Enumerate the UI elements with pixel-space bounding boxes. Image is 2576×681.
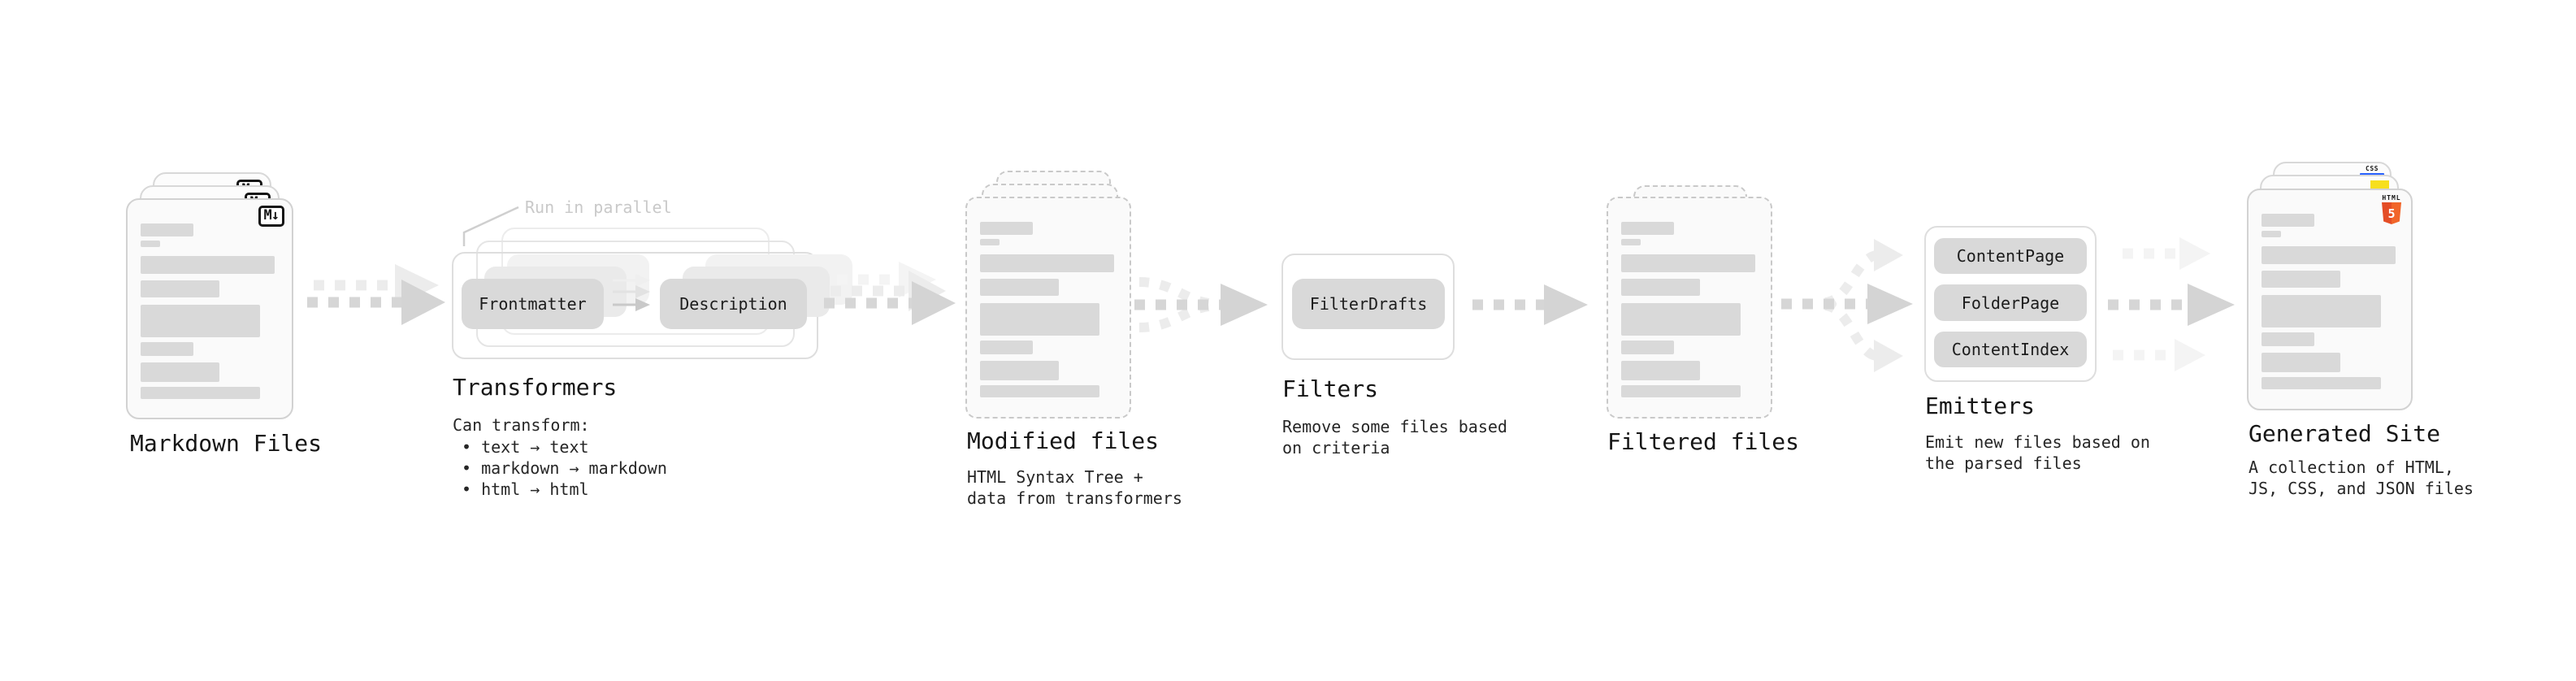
placeholder-bar (141, 241, 160, 247)
emitter-pill-folderpage: FolderPage (1934, 284, 2087, 321)
placeholder-bar (2262, 271, 2340, 288)
placeholder-bar (141, 223, 193, 236)
modified-files-subtitle: HTML Syntax Tree + (967, 467, 1143, 487)
placeholder-bar (980, 385, 1099, 397)
placeholder-bar (980, 254, 1114, 272)
run-in-parallel-annotation: Run in parallel (525, 197, 672, 217)
markdown-file-card-front: M↓ (126, 198, 293, 419)
javascript-icon (2370, 180, 2389, 191)
filters-subtitle: on criteria (1282, 438, 1390, 458)
placeholder-bar (2262, 295, 2381, 327)
placeholder-bar (1621, 361, 1700, 380)
placeholder-bar (1621, 279, 1700, 296)
placeholder-bar (1621, 254, 1755, 272)
placeholder-bar (980, 222, 1033, 235)
placeholder-bar (141, 342, 193, 356)
stage-title-generated-site: Generated Site (2249, 420, 2441, 447)
placeholder-bar (980, 279, 1059, 296)
stage-title-filtered-files: Filtered files (1607, 428, 1800, 455)
file-content-skeleton (1621, 198, 1758, 417)
html5-number: 5 (2387, 206, 2396, 221)
transformers-bullet: • text → text (462, 437, 589, 457)
placeholder-bar (2262, 353, 2340, 372)
placeholder-bar (1621, 385, 1741, 397)
stage-title-modified-files: Modified files (967, 427, 1160, 454)
stage-title-markdown-files: Markdown Files (130, 430, 323, 457)
placeholder-bar (980, 303, 1099, 336)
emitters-subtitle: the parsed files (1925, 453, 2082, 473)
emitter-pill-contentpage: ContentPage (1934, 238, 2087, 274)
generated-site-subtitle: A collection of HTML, (2249, 458, 2454, 477)
html5-wordmark: HTML (2382, 194, 2401, 202)
html5-shield: 5 (2382, 202, 2401, 224)
stage-title-emitters: Emitters (1925, 393, 2035, 419)
modified-file-card-front (965, 197, 1131, 419)
placeholder-bar (2262, 377, 2381, 389)
emitters-subtitle: Emit new files based on (1925, 432, 2150, 452)
placeholder-bar (141, 256, 275, 274)
html5-icon: HTML 5 (2381, 194, 2402, 224)
placeholder-bar (2262, 246, 2396, 264)
placeholder-bar (980, 361, 1059, 380)
transformer-pill-frontmatter: Frontmatter (462, 279, 604, 329)
generated-site-subtitle: JS, CSS, and JSON files (2249, 479, 2474, 498)
placeholder-bar (1621, 340, 1674, 354)
placeholder-bar (141, 387, 260, 399)
placeholder-bar (2262, 231, 2281, 237)
placeholder-bar (141, 280, 219, 297)
placeholder-bar (2262, 214, 2314, 227)
filters-subtitle: Remove some files based (1282, 417, 1507, 436)
placeholder-bar (1621, 239, 1641, 245)
markdown-icon: M↓ (258, 206, 284, 227)
placeholder-bar (980, 340, 1033, 354)
transformer-pill-description: Description (660, 279, 807, 329)
file-content-skeleton (2262, 190, 2398, 409)
placeholder-bar (141, 362, 219, 382)
filtered-file-card-front (1607, 197, 1772, 419)
placeholder-bar (2262, 332, 2314, 346)
file-content-skeleton (980, 198, 1117, 417)
placeholder-bar (1621, 222, 1674, 235)
placeholder-bar (1621, 303, 1741, 336)
stage-title-filters: Filters (1282, 375, 1379, 402)
modified-files-subtitle: data from transformers (967, 488, 1182, 508)
placeholder-bar (141, 305, 260, 337)
transformers-bullet: • markdown → markdown (462, 458, 667, 478)
emitter-pill-contentindex: ContentIndex (1934, 332, 2087, 367)
transformers-bullet: • html → html (462, 479, 589, 499)
placeholder-bar (980, 239, 1000, 245)
generated-file-card-html: HTML 5 (2247, 189, 2413, 410)
file-content-skeleton (141, 200, 279, 418)
transformers-description-heading: Can transform: (453, 415, 590, 435)
stage-title-transformers: Transformers (453, 374, 618, 401)
css-wordmark: CSS (2366, 165, 2379, 172)
filter-pill-filterdrafts: FilterDrafts (1292, 279, 1445, 329)
